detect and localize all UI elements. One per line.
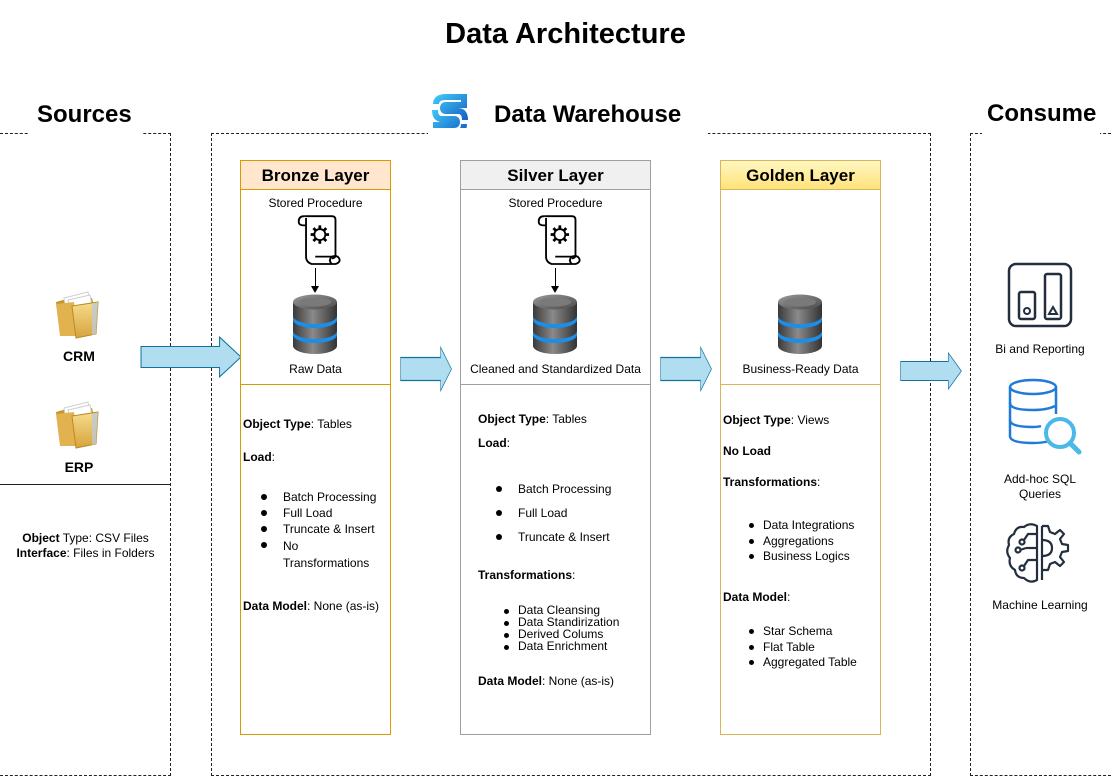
brain-gear-icon [1004, 520, 1074, 586]
bronze-object-type: Object Type: Tables [243, 417, 352, 431]
source-erp-label: ERP [64, 459, 94, 475]
list-item: Star Schema [749, 624, 879, 640]
warehouse-title: Data Warehouse [494, 101, 682, 128]
folder-icon [52, 398, 104, 450]
silver-load-list: Batch Processing Full Load Truncate & In… [496, 482, 638, 544]
scroll-gear-icon [295, 212, 341, 270]
bronze-layer-title: Bronze Layer [241, 161, 390, 190]
connector-arrowhead [311, 286, 319, 293]
list-item: Business Logics [749, 549, 879, 565]
connector-line [315, 268, 316, 288]
source-crm-label: CRM [63, 348, 95, 364]
bronze-data-model: Data Model: None (as-is) [243, 599, 380, 613]
golden-object-type: Object Type: Views [723, 413, 830, 427]
bronze-data-label: Raw Data [289, 362, 342, 376]
list-item: Data Standirization [504, 616, 644, 628]
sources-title: Sources [37, 101, 132, 128]
golden-layer-box: Golden Layer [720, 160, 881, 735]
database-icon [775, 294, 825, 356]
golden-model-list: Star Schema Flat Table Aggregated Table [749, 624, 879, 671]
consume-bi-label: Bi and Reporting [995, 342, 1085, 356]
list-item: Data Enrichment [504, 640, 644, 652]
list-item: Full Load [261, 506, 383, 520]
silver-data-model: Data Model: None (as-is) [478, 674, 615, 688]
bronze-load: Load: [243, 450, 276, 464]
golden-data-label: Business-Ready Data [742, 362, 859, 376]
flow-arrow-golden-consume [900, 352, 962, 390]
silver-procedure-label: Stored Procedure [508, 196, 603, 210]
silver-load: Load: [478, 436, 511, 450]
golden-data-model: Data Model: [723, 590, 791, 604]
list-item: Flat Table [749, 640, 879, 656]
consume-sql-label: Add-hoc SQL Queries [1003, 472, 1077, 501]
silver-data-label: Cleaned and Standardized Data [470, 362, 641, 376]
flow-arrow-sources-bronze [140, 336, 242, 378]
silver-layer-box: Silver Layer [460, 160, 651, 735]
source-object-type: Object Type: CSV Files [22, 531, 149, 545]
connector-line [555, 268, 556, 288]
connector-arrowhead [551, 286, 559, 293]
consume-container [970, 133, 1111, 776]
list-item: Full Load [496, 506, 638, 520]
list-item: Truncate & Insert [496, 530, 638, 544]
silver-layer-title: Silver Layer [461, 161, 650, 190]
golden-transform-list: Data Integrations Aggregations Business … [749, 518, 879, 565]
list-item: No Transformations [261, 538, 373, 572]
diagram-title: Data Architecture [445, 18, 686, 50]
golden-layer-title: Golden Layer [721, 161, 880, 190]
bar-chart-icon [1007, 262, 1073, 328]
database-icon [290, 294, 340, 356]
consume-ml-label: Machine Learning [992, 598, 1088, 612]
flow-arrow-silver-golden [660, 346, 712, 392]
silver-transform-list: Data Cleansing Data Standirization Deriv… [504, 604, 644, 652]
sources-container [0, 133, 171, 776]
silver-transformations: Transformations: [478, 568, 576, 582]
source-interface: Interface: Files in Folders [16, 546, 155, 560]
flow-arrow-bronze-silver [400, 346, 452, 392]
golden-transformations: Transformations: [723, 475, 821, 489]
golden-no-load: No Load [723, 444, 772, 458]
silver-object-type: Object Type: Tables [478, 412, 587, 426]
list-item: Data Integrations [749, 518, 879, 534]
scroll-gear-icon [535, 212, 581, 270]
database-search-icon [1007, 378, 1083, 455]
bronze-procedure-label: Stored Procedure [268, 196, 363, 210]
list-item: Batch Processing [261, 490, 383, 504]
list-item: Data Cleansing [504, 604, 644, 616]
sources-divider [0, 484, 171, 485]
list-item: Aggregations [749, 534, 879, 550]
consume-title: Consume [987, 100, 1097, 127]
list-item: Aggregated Table [749, 655, 879, 671]
bronze-load-list: Batch Processing Full Load Truncate & In… [261, 490, 383, 572]
list-item: Derived Colums [504, 628, 644, 640]
list-item: Truncate & Insert [261, 522, 383, 536]
list-item: Batch Processing [496, 482, 638, 496]
folder-icon [52, 288, 104, 340]
database-icon [530, 294, 580, 356]
